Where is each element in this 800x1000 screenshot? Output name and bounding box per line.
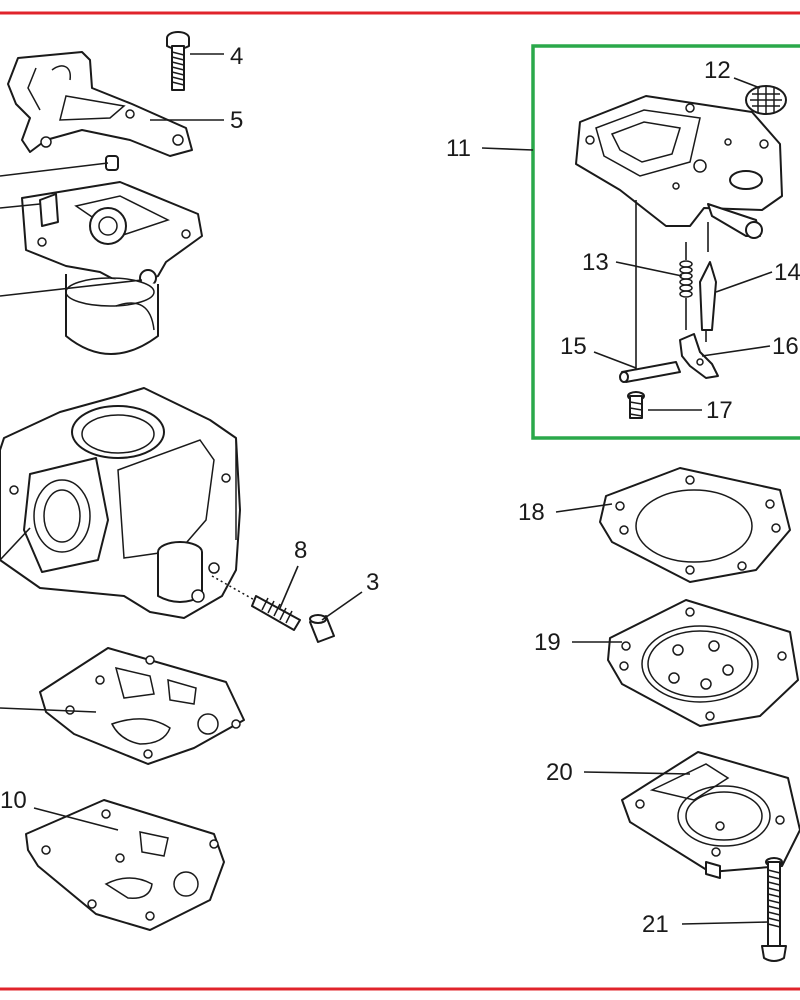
part-4-screw [166, 31, 190, 91]
part-19-diaphragm [607, 599, 799, 727]
label-part-17: 17 [706, 397, 733, 424]
part-15-pin [619, 361, 681, 383]
carburetor-body [0, 387, 241, 619]
label-part-4: 4 [230, 43, 243, 70]
label-part-21: 21 [642, 911, 669, 938]
part-17-screw [627, 391, 645, 419]
part-12-screen [745, 85, 787, 115]
part-14-inlet-needle [699, 261, 717, 342]
label-part-5: 5 [230, 107, 243, 134]
label-part-14: 14 [774, 259, 800, 286]
part-8-needle-spring [211, 575, 301, 631]
part-3-sleeve [309, 614, 335, 643]
label-part-10: 10 [0, 787, 27, 814]
part-9-gasket [39, 647, 245, 765]
throttle-body-assembly [21, 155, 203, 355]
label-part-20: 20 [546, 759, 573, 786]
part-11-metering-body [575, 95, 783, 370]
leader-lines [0, 53, 773, 925]
label-part-3: 3 [366, 569, 379, 596]
part-21-screw [761, 857, 787, 962]
label-part-13: 13 [582, 249, 609, 276]
label-part-16: 16 [772, 333, 799, 360]
label-part-19: 19 [534, 629, 561, 656]
part-13-spring [679, 242, 693, 330]
part-16-lever [679, 333, 719, 379]
label-part-12: 12 [704, 57, 731, 84]
part-10-gasket [25, 799, 225, 931]
part-5-bracket [7, 51, 193, 157]
label-part-18: 18 [518, 499, 545, 526]
part-18-gasket [599, 467, 791, 583]
label-part-15: 15 [560, 333, 587, 360]
label-part-11: 11 [446, 135, 471, 162]
label-part-8: 8 [294, 537, 307, 564]
part-20-cover [621, 751, 800, 879]
highlight-box [531, 44, 800, 440]
